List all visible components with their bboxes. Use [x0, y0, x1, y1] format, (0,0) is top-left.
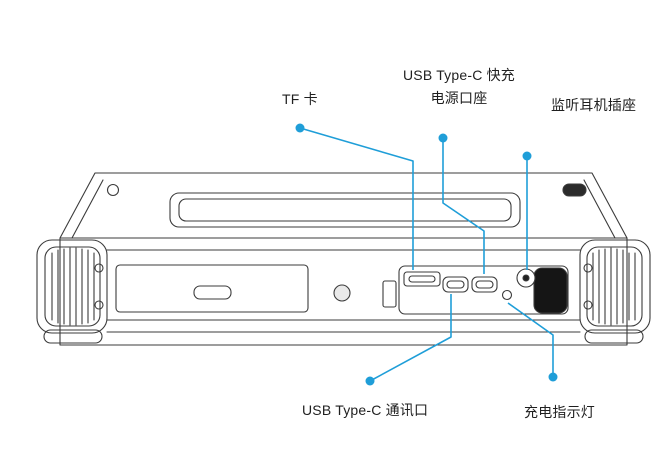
panel-latch — [382, 280, 397, 308]
label-usb-fast: USB Type-C 快充 电源口座 — [386, 64, 532, 110]
label-charge-led: 充电指示灯 — [524, 404, 595, 420]
left-bumper — [36, 239, 108, 344]
tf-card-callout-line — [299, 127, 414, 270]
label-usb-fast-line1: USB Type-C 快充 — [402, 67, 516, 83]
label-usb-comm: USB Type-C 通讯口 — [302, 402, 429, 418]
front-panel — [115, 264, 397, 313]
handle-recess — [169, 192, 521, 228]
label-tf-card: TF 卡 — [282, 91, 318, 107]
top-screw — [106, 183, 120, 197]
right-bumper — [579, 239, 651, 344]
device-illustration — [36, 172, 651, 346]
usb-comm-callout-line — [369, 294, 452, 382]
port-cluster-dark-area — [533, 267, 568, 314]
usb-fast-callout-line — [442, 138, 485, 274]
front-recess — [115, 264, 309, 313]
device-top-face — [59, 172, 628, 239]
label-usb-fast-line2: 电源口座 — [430, 90, 488, 106]
panel-screw — [333, 284, 351, 302]
usb-fast-callout-dot — [438, 133, 448, 143]
callouts — [295, 123, 558, 386]
tf-card-slot — [403, 271, 441, 287]
device-body — [59, 237, 628, 346]
charge-indicator-led — [501, 289, 513, 301]
usb-comm-callout-dot — [365, 376, 375, 386]
top-right-button — [562, 183, 587, 197]
usb-c-fast-charge-port — [471, 276, 498, 293]
tf-card-callout-dot — [295, 123, 305, 133]
charge-led-callout-line — [507, 302, 554, 377]
label-headphone-jack: 监听耳机插座 — [551, 97, 637, 113]
headphone-callout-dot — [522, 151, 532, 161]
port-cluster — [398, 265, 569, 315]
front-slot — [193, 285, 232, 300]
headphone-jack — [516, 268, 536, 288]
charge-led-callout-dot — [548, 372, 558, 382]
usb-c-comm-port — [442, 276, 469, 293]
